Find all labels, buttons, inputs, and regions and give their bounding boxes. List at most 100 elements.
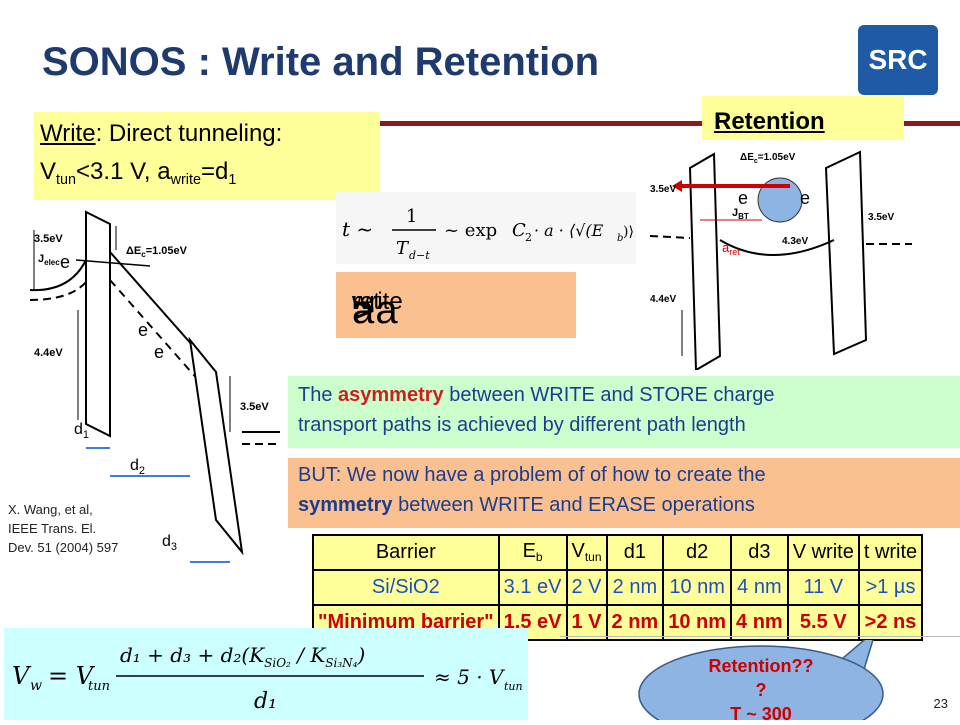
leak-arrowhead	[672, 180, 682, 192]
ret-lbl-dec-e: ΔE	[740, 152, 754, 163]
write-label: Write	[40, 120, 96, 147]
d3-sub: 3	[171, 541, 177, 553]
trap-level	[109, 279, 201, 383]
table-cell: 2 V	[565, 569, 608, 606]
th-eb-sub: b	[535, 550, 543, 565]
ret-aret-label: aret	[722, 240, 740, 257]
vw-num-a: d₁ + d₃ + d₂(K	[120, 643, 265, 667]
eq-c2-sub: 2	[525, 231, 532, 244]
ret-lbl-dec-val: =1.05eV	[758, 152, 796, 163]
vw-slash: / K	[291, 643, 326, 667]
vw-vtun-sub: tun	[88, 679, 110, 694]
d3-label: d3	[162, 533, 177, 553]
ret-lbl-jbt: JBT	[732, 207, 749, 221]
ref-line-2: IEEE Trans. El.	[8, 521, 97, 536]
d3-d: d	[162, 533, 171, 550]
bubble-line-2: ?	[756, 680, 767, 700]
ret-tunnel-oxide	[688, 152, 722, 370]
vw-formula-box: V w = V tun d₁ + d₃ + d₂(KSiO₂ / KSi₃N₄)…	[4, 628, 528, 720]
ret-lbl-43: 4.3eV	[782, 236, 808, 247]
ret-lbl-jbt-sub: BT	[738, 212, 749, 221]
ret-nitride-band	[719, 239, 835, 256]
awrite-sub2: write	[352, 288, 403, 315]
vw-formula: V w = V tun d₁ + d₃ + d₂(KSiO₂ / KSi₃N₄)…	[12, 643, 523, 714]
left-fermi	[30, 281, 87, 301]
ret-lbl-35b: 3.5eV	[868, 212, 894, 223]
vw-k1-sub: SiO₂	[264, 656, 291, 670]
ret-electron-1: e	[738, 188, 748, 208]
ref-line-3: Dev. 51 (2004) 597	[8, 540, 119, 555]
th-twrite: t write	[857, 534, 924, 571]
eq-den-sub: d−t	[409, 249, 430, 262]
sym-keyword: symmetry	[298, 494, 393, 516]
table-cell: 3.1 eV	[497, 569, 568, 606]
th-d2: d2	[662, 534, 733, 571]
ret-aret-sub: ret	[729, 247, 740, 257]
sym-t1: BUT: We now have a problem of of how to …	[298, 464, 766, 486]
table-empty-row	[560, 636, 960, 647]
tunnel-oxide	[85, 210, 111, 438]
lbl-35a: 3.5eV	[34, 233, 63, 245]
time-equation: t ~ 1 T d−t ~ exp C 2 · a · ⟨√(E b )⟩	[336, 192, 636, 264]
src-logo: SRC	[858, 25, 938, 95]
electron-1: e	[60, 252, 70, 272]
vw-eq: = V	[48, 662, 96, 690]
ret-lbl-jbt-j: J	[732, 207, 738, 219]
symmetry-problem-note: BUT: We now have a problem of of how to …	[288, 458, 960, 528]
d2-label: d2	[130, 457, 145, 477]
awrite-sub: write	[170, 172, 201, 189]
eq-one: 1	[406, 206, 417, 227]
table-cell: 5.5 V	[786, 604, 860, 641]
vw-lhs-sub: w	[30, 678, 42, 694]
bubble-line-3: T ~ 300	[730, 704, 792, 720]
bubble-line-1: Retention??	[709, 656, 814, 676]
table-cell: 10 nm	[662, 569, 733, 606]
ret-lbl-44: 4.4eV	[650, 294, 676, 305]
write-band-diagram: 3.5eV Jelec ΔEc=1.05eV 4.4eV 3.5eV e e e…	[30, 210, 280, 563]
asym-keyword: asymmetry	[338, 384, 444, 406]
ret-lbl-dec: ΔEc=1.05eV	[740, 152, 796, 165]
eq-d: =d	[200, 158, 229, 185]
aret-a: a	[352, 288, 375, 332]
table-cell: 10 nm	[662, 604, 733, 641]
left-band-bend	[30, 259, 87, 292]
table-header-row: Barrier Eb Vtun d1 d2 d3 V write t write	[312, 534, 924, 571]
table-cell: 1 V	[565, 604, 608, 641]
eq-tilde-exp: ~ exp	[444, 220, 497, 241]
d-sub: 1	[228, 172, 237, 189]
retention-label: Retention	[714, 108, 825, 135]
lbl-jelec: Jelec	[38, 253, 60, 267]
th-eb-text: E	[522, 540, 536, 563]
th-vtun-text: V	[571, 540, 585, 563]
table-cell: 4 nm	[730, 604, 789, 641]
reference-citation: X. Wang, et al, IEEE Trans. El. Dev. 51 …	[8, 500, 118, 557]
ret-left-fermi	[650, 235, 691, 239]
write-colon-text: : Direct tunneling:	[95, 120, 283, 147]
ref-line-1: X. Wang, et al,	[8, 502, 93, 517]
vw-den: d₁	[254, 689, 277, 714]
lbl-dec-sub: c	[141, 250, 146, 259]
vw-approx-sub: tun	[504, 680, 523, 693]
logo-text: SRC	[868, 44, 928, 75]
ret-lbl-dec-sub: c	[754, 158, 758, 165]
table-cell: >2 ns	[857, 604, 924, 641]
lbl-44: 4.4eV	[34, 347, 63, 359]
lbl-35b: 3.5eV	[240, 401, 269, 413]
d1-d: d	[74, 421, 83, 438]
table-row: Si/SiO2 3.1 eV 2 V 2 nm 10 nm 4 nm 11 V …	[312, 569, 924, 606]
trapped-charge	[757, 177, 803, 223]
bubble-body	[638, 645, 884, 720]
th-barrier: Barrier	[312, 534, 500, 571]
d1-label: d1	[74, 421, 89, 441]
d2-d: d	[130, 457, 139, 474]
th-vtun-sub: tun	[584, 550, 602, 565]
th-vwrite: V write	[786, 534, 860, 571]
vw-k2-sub: Si₃N₄	[325, 656, 357, 670]
time-equation-graphic: t ~ 1 T d−t ~ exp C 2 · a · ⟨√(E b )⟩	[342, 206, 634, 262]
d2-sub: 2	[139, 465, 145, 477]
electron-path	[75, 259, 151, 267]
electron-2: e	[138, 320, 148, 340]
aret-gt: >a	[352, 288, 398, 332]
table-cell: >1 µs	[857, 569, 924, 606]
